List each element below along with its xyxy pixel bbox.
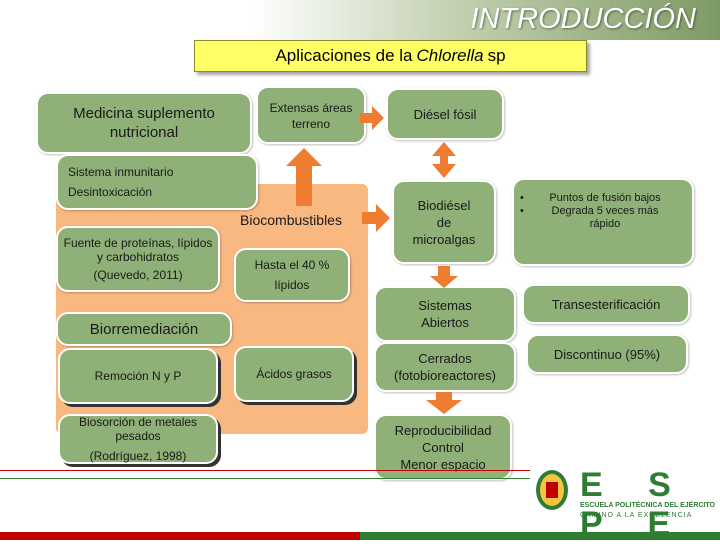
- discontinuo-box: Discontinuo (95%): [526, 334, 688, 374]
- discontinuo-label: Discontinuo (95%): [553, 346, 661, 362]
- biorremediacion-box: Biorremediación: [56, 312, 232, 346]
- espe-shield-icon: [536, 470, 568, 510]
- acidos-label: Ácidos grasos: [256, 367, 332, 381]
- sistemas-abiertos-label: Sistemas Abiertos: [418, 298, 472, 330]
- header-band: [0, 0, 720, 40]
- fuente-label-2: (Quevedo, 2011): [93, 268, 183, 282]
- biodiesel-label: Biodiésel de microalgas: [412, 197, 476, 247]
- reproducibilidad-label-3: Menor espacio: [400, 456, 486, 472]
- biosorcion-box: Biosorción de metales pesados (Rodríguez…: [58, 414, 218, 464]
- reproducibilidad-label-2: Control: [422, 439, 464, 455]
- subtitle-pre: Aplicaciones de la: [275, 46, 413, 65]
- arrow-up-icon: [286, 148, 322, 206]
- acidos-box: Ácidos grasos: [234, 346, 354, 402]
- biocombustibles-label: Biocombustibles: [240, 212, 342, 228]
- bullet-item: Degrada 5 veces más rápido: [516, 205, 670, 231]
- remocion-box: Remoción N y P: [58, 348, 218, 404]
- bullet-item: Puntos de fusión bajos: [516, 192, 670, 205]
- extensas-box: Extensas áreas terreno: [256, 86, 366, 144]
- decorative-rule-green: [0, 478, 530, 479]
- bullets-box: Puntos de fusión bajos Degrada 5 veces m…: [512, 178, 694, 266]
- fuente-box: Fuente de proteínas, lípidos y carbohidr…: [56, 226, 220, 292]
- sistema-box: Sistema inmunitario Desintoxicación: [56, 154, 258, 210]
- sistema-label-2: Desintoxicación: [68, 185, 153, 199]
- fuente-label-1: Fuente de proteínas, lípidos y carbohidr…: [63, 236, 213, 264]
- transesterificacion-box: Transesterificación: [522, 284, 690, 324]
- medicina-label: Medicina suplemento nutricional: [73, 105, 215, 141]
- reproducibilidad-box: Reproducibilidad Control Menor espacio: [374, 414, 512, 480]
- sistema-label-1: Sistema inmunitario: [68, 165, 174, 179]
- page-title: INTRODUCCIÓN: [470, 3, 696, 35]
- cerrados-box: Cerrados (fotobioreactores): [374, 342, 516, 392]
- arrow-right-icon: [360, 106, 384, 130]
- subtitle-italic: Chlorella: [416, 46, 484, 65]
- transesterificacion-label: Transesterificación: [551, 296, 661, 312]
- arrow-right-icon: [362, 204, 390, 232]
- arrow-down-icon: [430, 266, 458, 288]
- subtitle-box: Aplicaciones de la Chlorella sp: [194, 40, 587, 72]
- arrow-updown-icon: [432, 142, 456, 178]
- medicina-box: Medicina suplemento nutricional: [36, 92, 252, 154]
- bottom-color-bar: [0, 532, 720, 540]
- diesel-box: Diésel fósil: [386, 88, 504, 140]
- subtitle-post: sp: [487, 46, 506, 65]
- remocion-label: Remoción N y P: [94, 369, 182, 383]
- biocombustibles-box: Biocombustibles: [222, 206, 360, 234]
- decorative-rule-red: [0, 470, 530, 471]
- cerrados-label: Cerrados (fotobioreactores): [394, 351, 496, 383]
- biosorcion-label-2: (Rodríguez, 1998): [89, 449, 187, 463]
- bullet-list: Puntos de fusión bajos Degrada 5 veces m…: [516, 192, 670, 231]
- biodiesel-box: Biodiésel de microalgas: [392, 180, 496, 264]
- espe-logo-subtitle: ESCUELA POLITÉCNICA DEL EJÉRCITO: [580, 502, 715, 509]
- hasta-label: Hasta el 40 % lípidos: [254, 258, 330, 292]
- extensas-label: Extensas áreas terreno: [269, 101, 353, 131]
- hasta-box: Hasta el 40 % lípidos: [234, 248, 350, 302]
- diesel-label: Diésel fósil: [413, 106, 477, 122]
- reproducibilidad-label-1: Reproducibilidad: [394, 422, 492, 438]
- biorremediacion-label: Biorremediación: [89, 320, 199, 338]
- biosorcion-label-1: Biosorción de metales pesados: [78, 415, 198, 443]
- espe-logo-slogan: CAMINO A LA EXCELENCIA: [580, 512, 693, 519]
- arrow-down-icon: [426, 392, 462, 414]
